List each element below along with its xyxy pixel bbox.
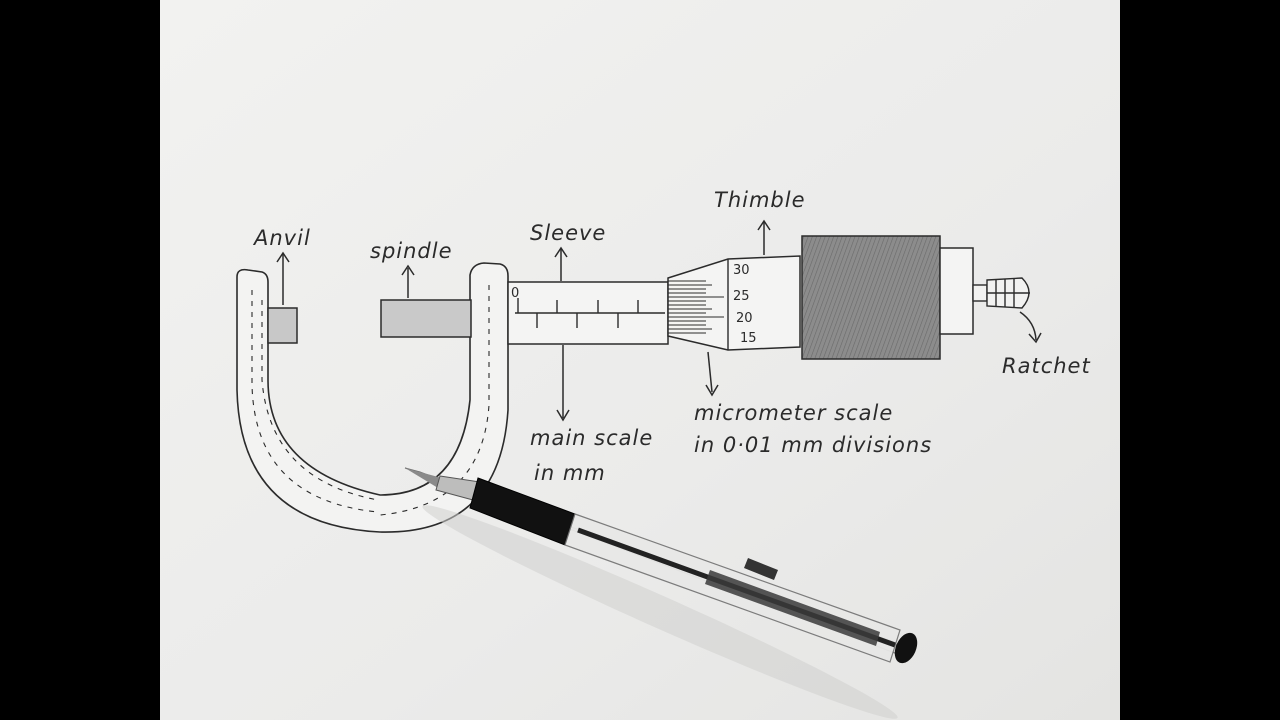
thimble: 30 25 20 15 xyxy=(667,255,801,351)
thimble-label: Thimble xyxy=(714,188,806,212)
main-scale-arrow-head xyxy=(556,409,570,422)
thimble-tick-20: 20 xyxy=(736,311,753,326)
sleeve-label: Sleeve xyxy=(530,221,606,245)
ratchet-collar xyxy=(939,247,974,335)
sleeve-zero-mark: 0 xyxy=(511,286,519,301)
sleeve: 0 xyxy=(507,281,669,345)
thimble-barrel xyxy=(801,235,941,360)
spindle-arrow-head xyxy=(401,264,415,276)
spindle-label: spindle xyxy=(370,239,453,263)
ratchet-knob xyxy=(972,277,1030,309)
frame xyxy=(236,262,509,533)
anvil-block xyxy=(267,307,298,344)
anvil-label: Anvil xyxy=(252,226,311,250)
sleeve-arrow-head xyxy=(554,246,568,258)
anvil-arrow-head xyxy=(276,251,290,263)
pen xyxy=(404,467,918,719)
main-scale-label-line1: main scale xyxy=(530,426,653,450)
micrometer-scale-label-line2: in 0·01 mm divisions xyxy=(694,433,932,457)
micrometer-scale-arrow xyxy=(707,351,713,393)
right-black-bar xyxy=(1120,0,1280,720)
ratchet-arrow xyxy=(1019,311,1037,341)
ratchet-arrow-head xyxy=(1028,332,1042,344)
left-black-bar xyxy=(0,0,160,720)
spindle-rod xyxy=(380,299,472,338)
thimble-arrow-head xyxy=(757,219,771,231)
micrometer-scale-arrow-head xyxy=(705,384,719,397)
thimble-tick-30: 30 xyxy=(733,263,750,278)
thimble-tick-25: 25 xyxy=(733,289,750,304)
ratchet-label: Ratchet xyxy=(1002,354,1091,378)
micrometer-scale-label-line1: micrometer scale xyxy=(694,401,893,425)
thimble-tick-15: 15 xyxy=(740,331,757,346)
main-scale-label-line2: in mm xyxy=(534,461,606,485)
